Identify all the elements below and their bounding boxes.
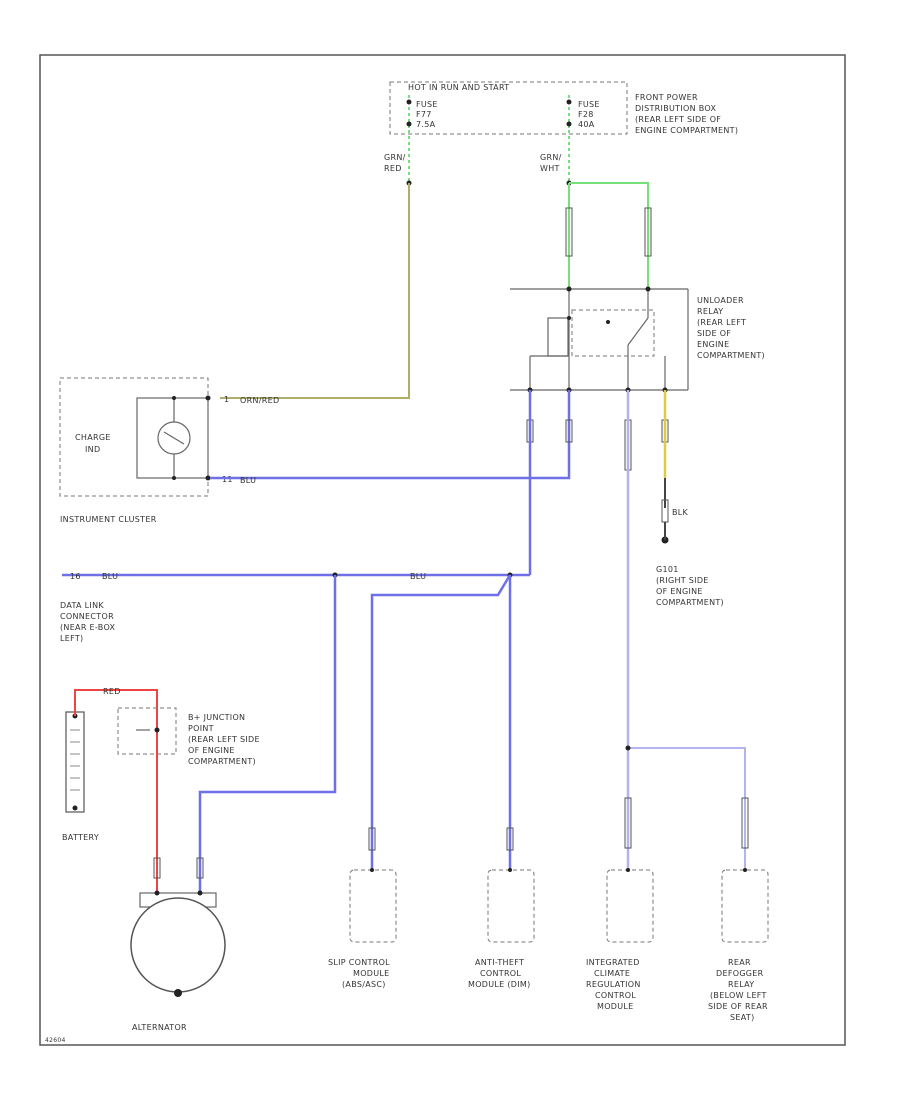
fuse-f28-label: FUSE F28 40A	[578, 100, 603, 129]
alternator-label: ALTERNATOR	[132, 1023, 187, 1032]
anti-theft-label: ANTI-THEFT CONTROL MODULE (DIM)	[468, 958, 531, 989]
slip-control-module	[349, 868, 397, 943]
wire-blu-to-alternator	[198, 575, 337, 893]
pin-cluster-bottom: 11	[222, 475, 233, 484]
connector-marks-relay-top	[565, 207, 652, 257]
g101-label: G101 (RIGHT SIDE OF ENGINE COMPARTMENT)	[656, 565, 724, 607]
battery-label: BATTERY	[62, 833, 99, 842]
rear-defogger-relay	[721, 868, 769, 943]
front-power-distribution-label: FRONT POWER DISTRIBUTION BOX (REAR LEFT …	[635, 93, 738, 135]
climate-control-label: INTEGRATED CLIMATE REGULATION CONTROL MO…	[586, 958, 644, 1011]
unloader-relay	[510, 286, 689, 393]
b-junction-point	[117, 707, 177, 755]
front-power-distribution-box: HOT IN RUN AND START FUSE F77 7.5A FUSE …	[389, 81, 628, 135]
diagram-frame	[39, 54, 846, 1046]
wire-grn-red-to-cluster	[220, 183, 410, 399]
anti-theft-module	[487, 868, 535, 943]
wire-label-orn-red: ORN/RED	[240, 396, 279, 405]
connector-marks-relay-bottom	[526, 419, 669, 471]
battery-icon	[65, 711, 85, 813]
wire-label-red: RED	[103, 687, 121, 696]
charge-ind-label: CHARGE IND	[75, 433, 114, 454]
pin-cluster-top: 1	[224, 395, 229, 404]
unloader-relay-label: UNLOADER RELAY (REAR LEFT SIDE OF ENGINE…	[697, 296, 765, 360]
dlc-label: DATA LINK CONNECTOR (NEAR E-BOX LEFT)	[60, 601, 118, 643]
instrument-cluster	[59, 377, 211, 497]
instrument-cluster-label: INSTRUMENT CLUSTER	[60, 515, 157, 524]
wire-label-grn-wht: GRN/ WHT	[540, 153, 564, 173]
slip-control-label: SLIP CONTROL MODULE (ABS/ASC)	[328, 958, 393, 989]
fuse-f77-symbol	[406, 95, 412, 130]
wire-blu-to-slip-control	[370, 574, 512, 870]
wire-blu-cluster-to-relay	[210, 390, 571, 480]
wire-grn-wht-to-relay-2	[569, 182, 649, 288]
climate-control-module	[606, 868, 654, 943]
dlc-pin: 16	[70, 572, 81, 581]
b-junction-label: B+ JUNCTION POINT (REAR LEFT SIDE OF ENG…	[188, 713, 263, 766]
fuse-f28-symbol	[566, 95, 572, 130]
wire-label-blu-cluster: BLU	[240, 476, 256, 485]
wire-label-grn-red: GRN/ RED	[384, 153, 408, 173]
figure-id: 42604	[45, 1037, 66, 1044]
fuse-box-header: HOT IN RUN AND START	[408, 83, 509, 92]
wire-red-battery-to-alternator	[74, 689, 158, 893]
wire-label-blu-dlc: BLU	[102, 572, 118, 581]
rear-defogger-label: REAR DEFOGGER RELAY (BELOW LEFT SIDE OF …	[708, 958, 771, 1022]
wire-label-blk: BLK	[672, 508, 689, 517]
wire-blu-to-rear-defogger	[628, 747, 746, 870]
wire-label-blu-mid: BLU	[410, 572, 426, 581]
fuse-f77-label: FUSE F77 7.5A	[416, 100, 441, 129]
alternator-icon	[130, 890, 226, 997]
